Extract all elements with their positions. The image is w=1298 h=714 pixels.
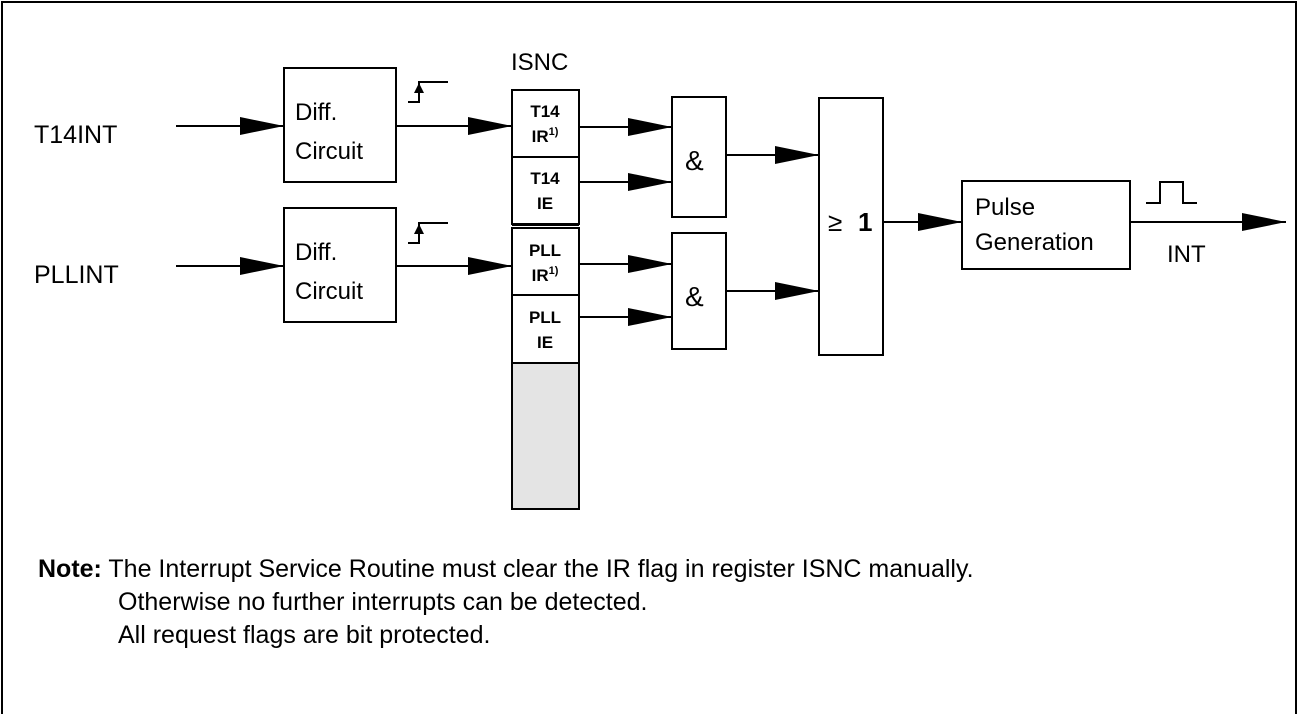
note-line-1: Note: The Interrupt Service Routine must…: [38, 553, 1288, 586]
rising-edge-arrowhead: [414, 224, 424, 234]
isnc-cell-pllie-line2: IE: [537, 333, 553, 352]
isnc-cell-t14ie-line2: IE: [537, 194, 553, 213]
isnc-cell-pllie-line1: PLL: [529, 308, 561, 327]
diff-circuit-label-line1: Diff.: [295, 239, 337, 266]
or-gate-symbol: ≥: [828, 207, 842, 237]
and-gate-symbol: &: [685, 281, 704, 312]
isnc-unused-area: [511, 362, 580, 510]
t14int-label: T14INT: [34, 121, 117, 149]
isnc-cell-t14ir-line2: IR1): [532, 126, 559, 146]
note-block: Note: The Interrupt Service Routine must…: [38, 553, 1288, 652]
isnc-cell-t14ie-line1: T14: [530, 169, 560, 188]
isnc-title: ISNC: [511, 49, 568, 76]
pulse-generation-label-line1: Pulse: [975, 194, 1035, 221]
or-gate: [818, 97, 884, 356]
note-text-line-2: Otherwise no further interrupts can be d…: [118, 588, 648, 616]
pllint-label: PLLINT: [34, 261, 119, 289]
rising-edge-symbol: [408, 81, 448, 103]
isnc-cell-t14ie: [511, 156, 580, 225]
isnc-cell-pllir: [511, 227, 580, 296]
pulse-generation-label-line2: Generation: [975, 229, 1094, 256]
isnc-cell-pllir-line1: PLL: [529, 241, 561, 260]
diff-circuit-label-line1: Diff.: [295, 99, 337, 126]
isnc-cell-t14ir: [511, 89, 580, 158]
pulse-generation-box: [961, 180, 1131, 270]
note-text-line-3: All request flags are bit protected.: [118, 621, 491, 649]
pulse-waveform-symbol: [1146, 181, 1197, 204]
note-heading: Note:: [38, 555, 102, 583]
or-gate-number: 1: [858, 207, 872, 237]
note-text-line-1: The Interrupt Service Routine must clear…: [108, 555, 974, 583]
isnc-register: [511, 89, 580, 510]
and-gate-symbol: &: [685, 145, 704, 176]
isnc-cell-pllir-line2: IR1): [532, 265, 559, 285]
rising-edge-symbol: [408, 222, 448, 244]
isnc-cell-t14ir-line1: T14: [530, 102, 560, 121]
isnc-cell-pllie: [511, 294, 580, 364]
rising-edge-arrowhead: [414, 83, 424, 93]
diff-circuit-label-line2: Circuit: [295, 278, 363, 305]
int-output-label: INT: [1167, 241, 1206, 268]
and-gate-t14: [671, 96, 727, 218]
diff-circuit-label-line2: Circuit: [295, 138, 363, 165]
